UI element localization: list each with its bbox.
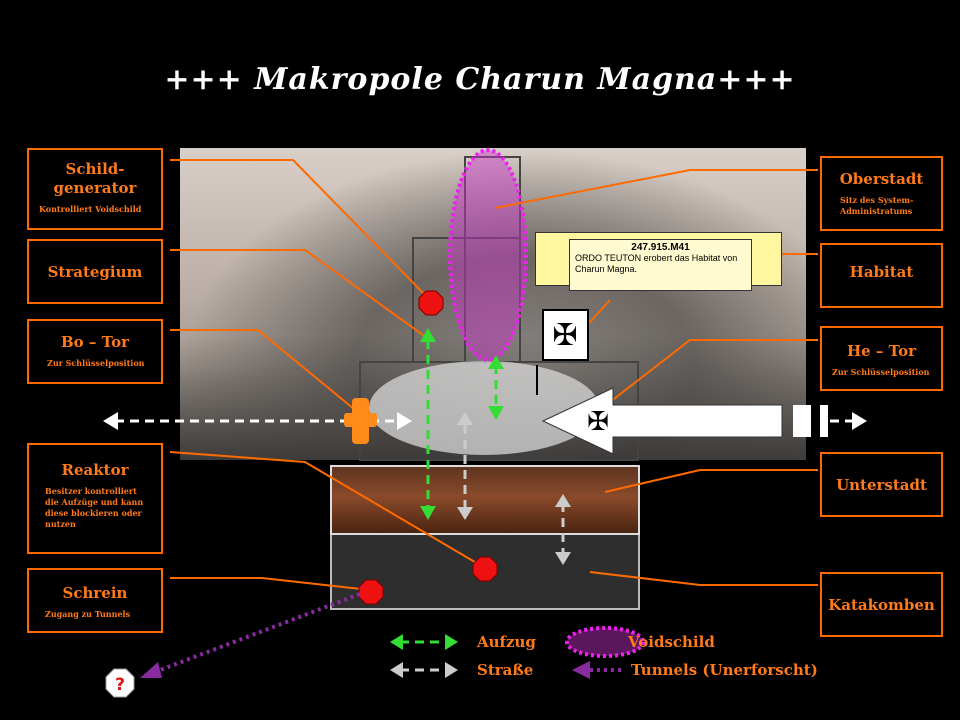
label-unterstadt-title: Unterstadt bbox=[836, 476, 927, 494]
legend-voidschild: Voidschild bbox=[628, 633, 715, 651]
bo-tor-gate bbox=[344, 398, 377, 444]
line-strategium bbox=[170, 249, 431, 341]
reaktor-marker bbox=[472, 556, 498, 582]
aufzug-arrow-up bbox=[420, 328, 436, 342]
line-schrein bbox=[170, 577, 371, 591]
road-arrow-mid bbox=[397, 412, 412, 430]
unterstadt-layer bbox=[330, 465, 640, 535]
label-oberstadt-sub: Sitz des System-Administratums bbox=[840, 195, 914, 216]
label-he-tor: He – Tor Zur Schlüsselposition bbox=[820, 326, 943, 391]
tunnel-arrow bbox=[140, 662, 162, 678]
unknown-marker bbox=[105, 668, 135, 698]
road-arrow-left bbox=[103, 412, 118, 430]
label-katakomben-title: Katakomben bbox=[828, 596, 935, 614]
label-reaktor: Reaktor Besitzer kontrolliert die Aufzüg… bbox=[27, 443, 163, 554]
legend-aufzug: Aufzug bbox=[477, 633, 536, 651]
label-reaktor-sub: Besitzer kontrolliert die Aufzüge und ka… bbox=[45, 486, 144, 529]
line-unterstadt bbox=[604, 469, 818, 493]
label-strategium-title: Strategium bbox=[47, 263, 143, 281]
label-oberstadt-title: Oberstadt bbox=[839, 170, 924, 188]
line-he-tor bbox=[609, 339, 818, 403]
line-oberstadt bbox=[494, 169, 818, 209]
label-reaktor-title: Reaktor bbox=[61, 461, 129, 479]
attack-arrow bbox=[541, 387, 783, 455]
street2-arrow-down bbox=[555, 552, 571, 565]
line-schildgenerator bbox=[170, 159, 431, 301]
label-he-tor-title: He – Tor bbox=[846, 342, 916, 360]
legend-tunnels-symbol bbox=[572, 661, 625, 679]
label-schildgenerator-title: Schild-generator bbox=[53, 160, 137, 197]
banner-text: ORDO TEUTON erobert das Habitat von Char… bbox=[575, 253, 738, 274]
aufzug-arrow-down bbox=[420, 506, 436, 520]
label-schildgenerator-sub: Kontrolliert Voidschild bbox=[39, 204, 142, 214]
street-arrow-down bbox=[457, 507, 473, 520]
line-bo-tor bbox=[170, 329, 361, 415]
voidschild-ellipse bbox=[448, 148, 528, 362]
label-unterstadt: Unterstadt bbox=[820, 452, 943, 517]
label-schrein-title: Schrein bbox=[62, 584, 128, 602]
line-reaktor bbox=[169, 451, 486, 569]
label-bo-tor-sub: Zur Schlüsselposition bbox=[47, 358, 145, 368]
teuton-flag bbox=[542, 309, 589, 361]
unknown-marker-text: ? bbox=[115, 675, 125, 695]
legend-tunnels: Tunnels (Unerforscht) bbox=[631, 661, 818, 679]
flag-cross-icon: ✠ bbox=[552, 318, 577, 353]
label-bo-tor: Bo – Tor Zur Schlüsselposition bbox=[27, 319, 163, 384]
cross-icon: ✠ bbox=[587, 407, 609, 437]
tunnel-line bbox=[154, 592, 361, 674]
label-schrein: Schrein Zugang zu Tunnels bbox=[27, 568, 163, 633]
attack-arrow-tail1 bbox=[793, 405, 811, 437]
label-habitat: Habitat bbox=[820, 243, 943, 308]
event-banner: 247.915.M41 ORDO TEUTON erobert das Habi… bbox=[535, 232, 782, 291]
road-arrow-right bbox=[852, 412, 867, 430]
label-bo-tor-title: Bo – Tor bbox=[61, 333, 129, 351]
label-schrein-sub: Zugang zu Tunnels bbox=[45, 609, 131, 619]
legend-strasse: Straße bbox=[477, 661, 534, 679]
line-katakomben bbox=[589, 571, 818, 586]
schildgenerator-marker bbox=[418, 290, 444, 316]
label-he-tor-sub: Zur Schlüsselposition bbox=[832, 367, 930, 377]
street-arrow-up bbox=[457, 412, 473, 425]
legend-aufzug-symbol bbox=[390, 634, 458, 650]
aufzug2-arrow-up bbox=[488, 355, 504, 369]
label-schildgenerator: Schild-generator Kontrolliert Voidschild bbox=[27, 148, 163, 230]
legend-strasse-symbol bbox=[390, 662, 458, 678]
label-katakomben: Katakomben bbox=[820, 572, 943, 637]
street2-arrow-up bbox=[555, 494, 571, 507]
label-habitat-title: Habitat bbox=[849, 263, 914, 281]
schrein-marker bbox=[358, 579, 384, 605]
habitat-ellipse bbox=[369, 361, 599, 455]
label-strategium: Strategium bbox=[27, 239, 163, 304]
label-oberstadt: Oberstadt Sitz des System-Administratums bbox=[820, 156, 943, 231]
page-title: +++ Makropole Charun Magna+++ bbox=[164, 62, 796, 97]
banner-date: 247.915.M41 bbox=[631, 242, 690, 253]
legend-voidschild-symbol bbox=[565, 626, 645, 658]
attack-arrow-tail2 bbox=[820, 405, 828, 437]
aufzug2-arrow-down bbox=[488, 406, 504, 420]
